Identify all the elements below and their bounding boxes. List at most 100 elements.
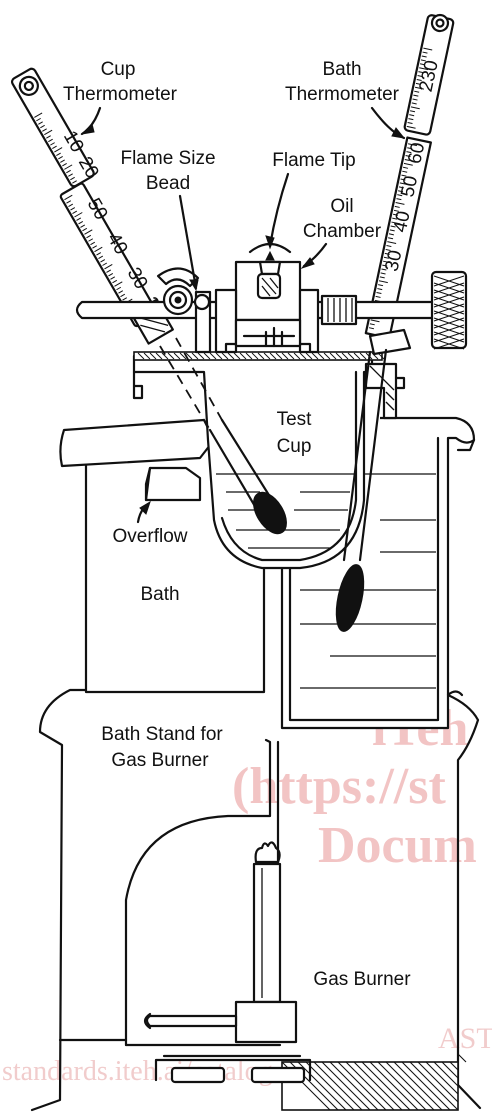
hatch-line [44,129,53,136]
label-bath-stand-line2: Gas Burner [111,750,209,771]
hatch-line [263,352,271,360]
hatch-line [417,75,423,78]
label-bath-stand-line1: Bath Stand for [101,724,223,745]
label-gas-burner: Gas Burner [313,969,411,990]
hatch-line [433,1061,459,1087]
hatch-line [395,201,405,205]
hatch-line [383,260,393,264]
hatch-line [38,121,43,125]
hatch-line [403,166,409,169]
hatch-line [449,1061,459,1071]
hatch-line [390,225,396,228]
hatch-line [321,1061,371,1111]
hatch-line [407,147,413,150]
hatch-line [299,352,307,360]
hatch-line [78,220,84,225]
hatch-line [54,147,63,153]
hatch-line [404,158,410,161]
hatch-line [381,268,387,271]
hatch-line [393,213,399,216]
hatch-line [311,352,319,360]
hatch-line [397,194,403,197]
hatch-line [114,281,123,287]
watermark-small-2: standards.iteh.ai/catalog [2,1056,273,1087]
hatch-line [403,162,413,166]
hatch-line [387,241,397,244]
hatch-line [407,143,418,147]
hatch-line [409,110,416,113]
hatch-line [353,352,361,360]
hatch-line [370,319,380,323]
hatch-line [406,125,416,129]
label-oil-chamber-line2: Chamber [303,221,382,242]
hatch-line [396,198,402,201]
hatch-line [405,155,411,158]
label-flame-size-bead-line2: Bead [146,173,190,194]
hatch-line [433,338,465,350]
hatch-line [106,269,112,273]
hatch-line [380,272,386,275]
hatch-line [72,210,78,214]
hatch-line [422,51,428,54]
hatch-line [80,224,86,228]
hatch-line [408,118,414,121]
hatch-line [393,1061,443,1111]
hatch-line [378,280,388,284]
hatch-line [441,1061,459,1079]
hatch-line [421,55,427,58]
hatch-line [418,71,424,74]
hatch-line [68,173,73,177]
hatch-line [118,290,124,294]
hatch-line [368,327,375,330]
hatch-line [389,229,395,232]
test-cup [132,351,406,570]
hatch-line [383,256,389,259]
cup-thermometer: 10 20 50 40 30 20 [10,67,287,535]
hatch-line [52,145,57,150]
hatch-line [70,207,76,211]
hatch-line [48,138,53,143]
hatch-line [58,156,63,160]
hatch-line [257,352,265,360]
hatch-line [215,352,223,360]
hatch-line [323,352,331,360]
hatch-line [137,352,145,360]
hatch-line [122,297,128,301]
hatch-line [116,286,122,291]
label-overflow: Overflow [113,526,188,547]
hatch-line [415,82,421,85]
hatch-line [393,209,399,212]
hatch-line [281,352,289,360]
hatch-line [416,78,422,81]
hatch-line [98,255,104,260]
hatch-line [179,352,187,360]
hatch-line [409,114,415,117]
hatch-line [337,1061,387,1111]
hatch-line [275,352,283,360]
hatch-line [413,94,419,97]
hatch-line [269,352,277,360]
label-flame-size-bead-line1: Flame Size [120,148,215,169]
hatch-line [203,352,211,360]
hatch-line [92,245,98,249]
hatch-line [457,1053,467,1063]
hatch-line [239,352,247,360]
hatch-line [402,170,408,173]
hatch-line [96,252,102,256]
bath-liquid [300,473,436,689]
hatch-line [419,67,429,71]
hatch-line [100,259,106,263]
hatch-line [108,272,114,277]
hatch-line [84,229,93,235]
label-test-cup-line2: Cup [277,436,312,457]
hatch-line [42,128,47,132]
hatch-line [197,352,205,360]
hatch-line [161,352,169,360]
hatch-line [64,164,73,170]
hatch-line [398,190,404,193]
hatch-line [313,1061,363,1111]
hatch-line [417,1061,459,1103]
hatch-line [191,352,199,360]
hatch-line [382,264,388,267]
hatch-line [60,159,65,163]
